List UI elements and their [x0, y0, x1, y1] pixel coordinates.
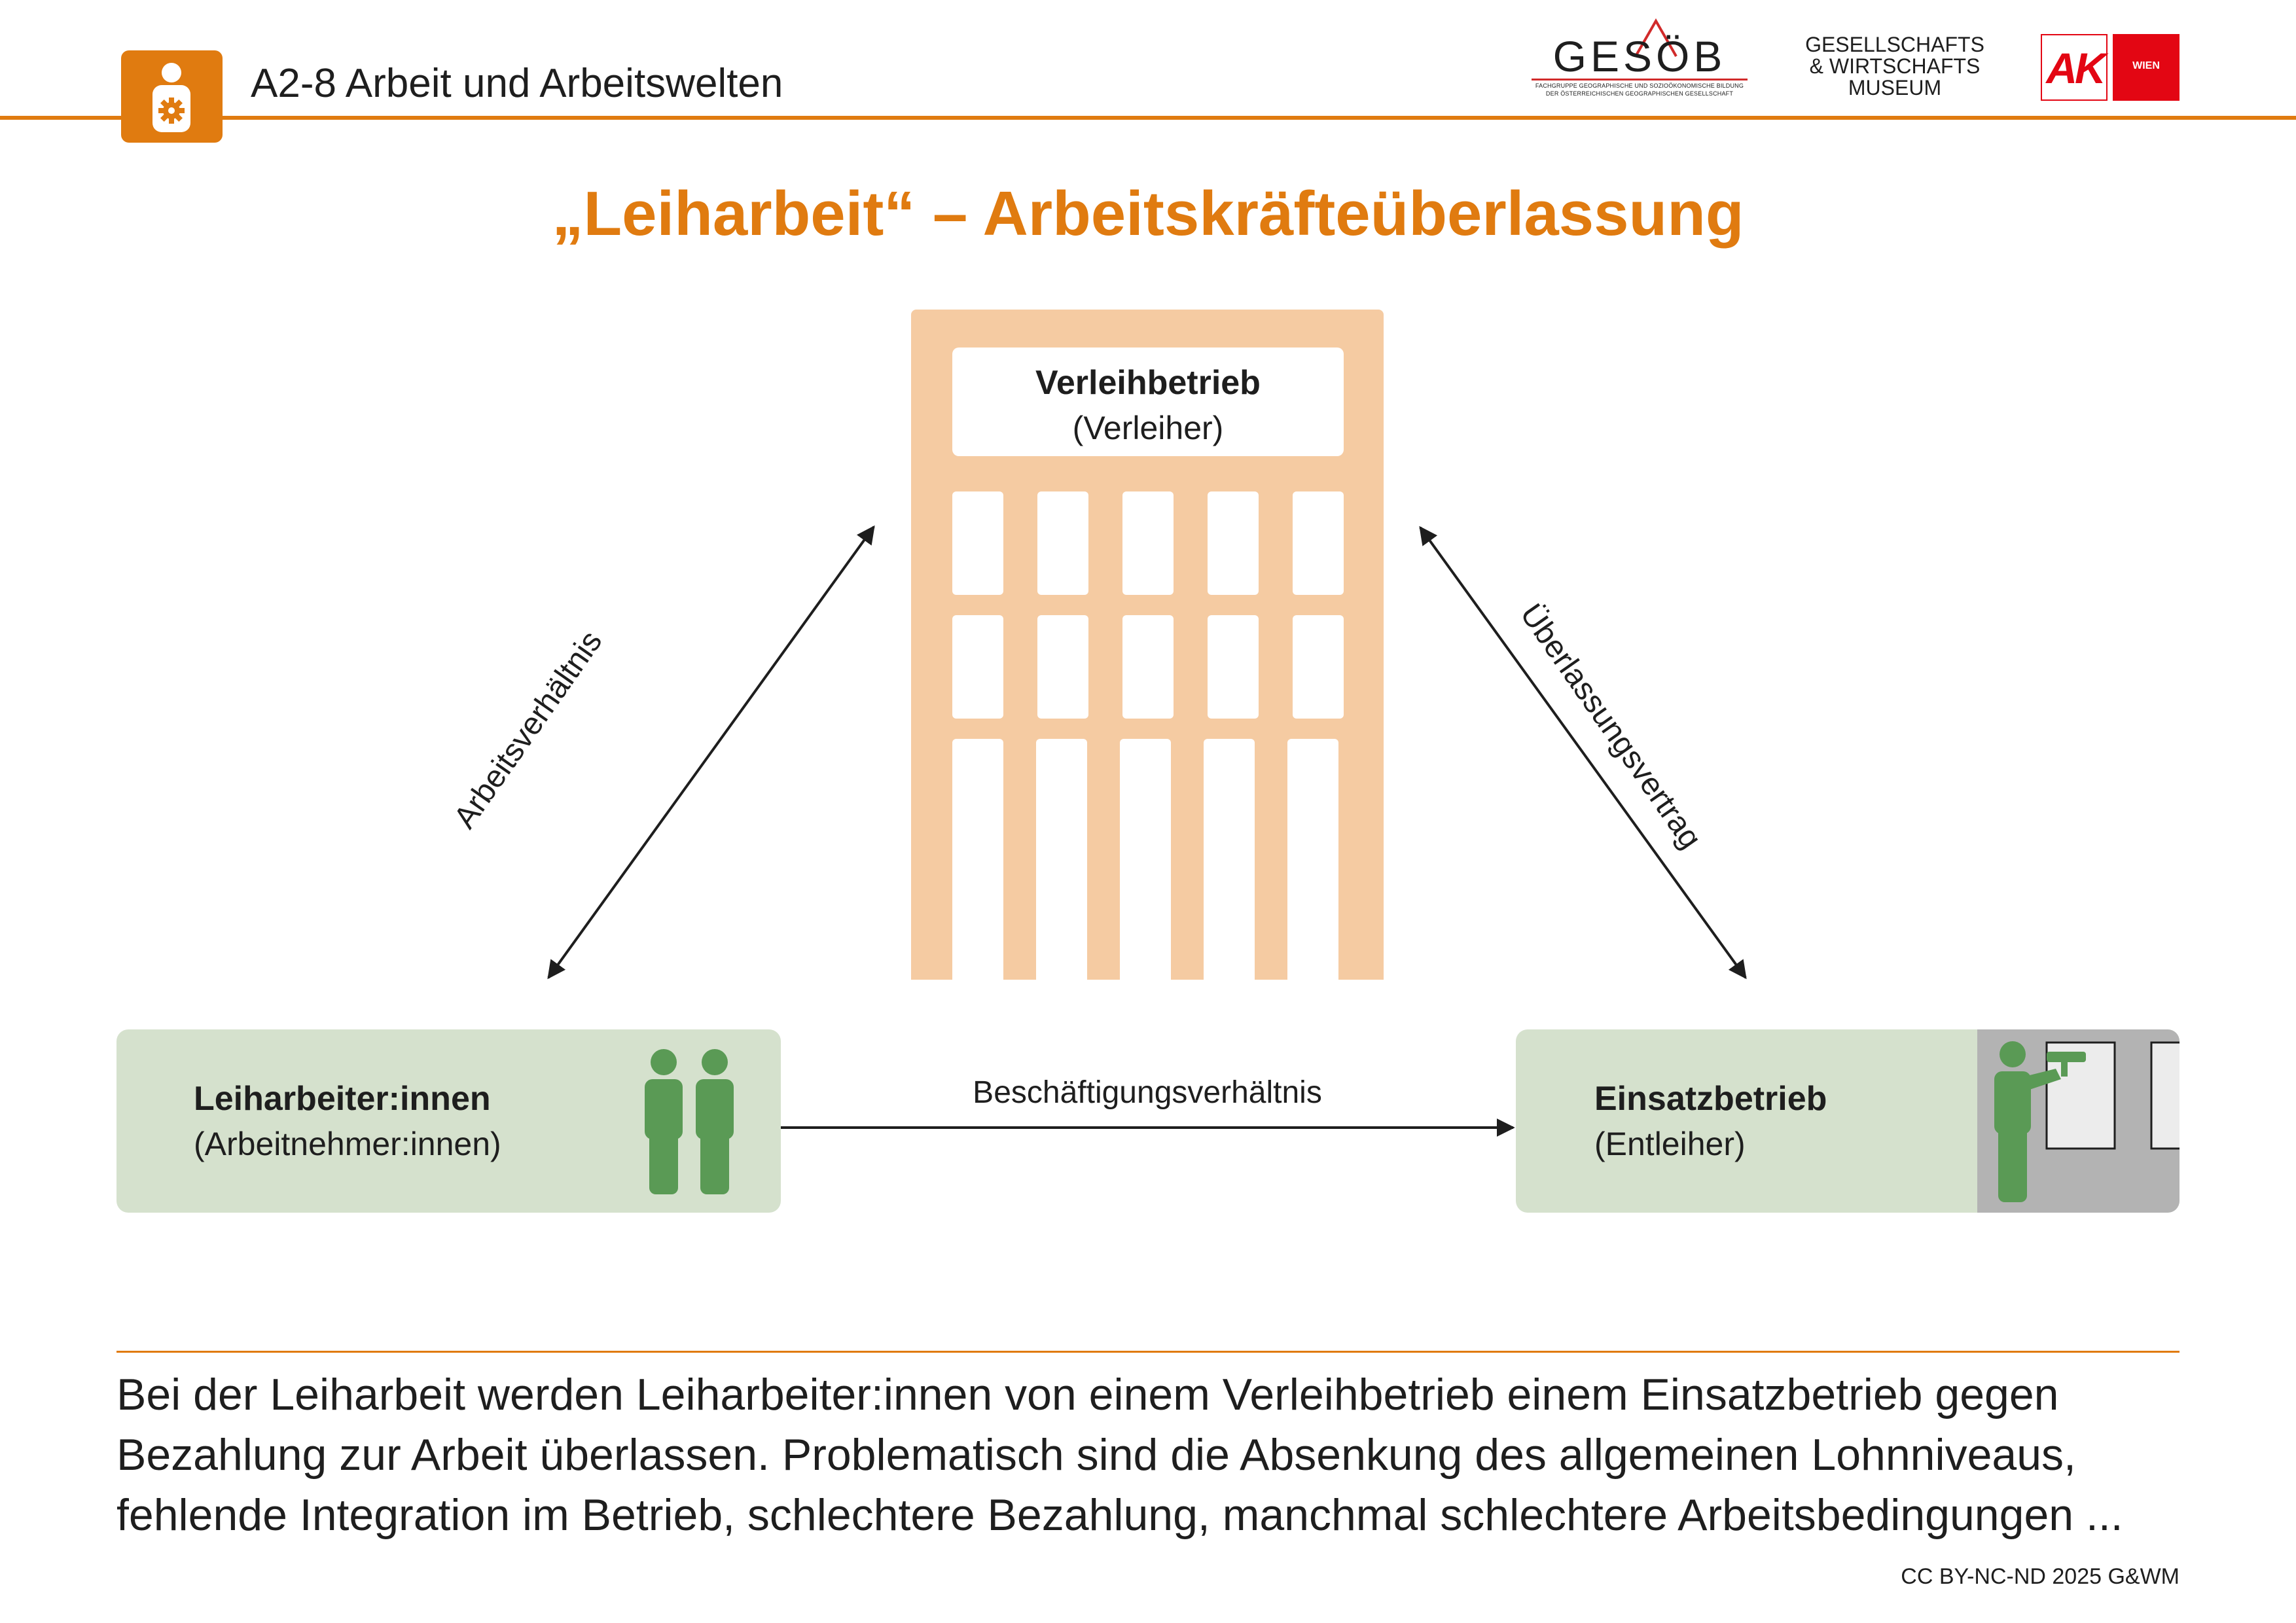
beschaeftigungsverhaeltnis-label: Beschäftigungsverhältnis	[973, 1075, 1322, 1110]
ueberlassungsvertrag-arrow	[1419, 526, 1747, 980]
description-line-1: Bei der Leiharbeit werden Leiharbeiter:i…	[117, 1370, 2059, 1419]
building-window	[1208, 491, 1259, 595]
window-cleaner-icon	[1994, 1041, 2179, 1202]
building-window	[952, 615, 1003, 719]
einsatzbetrieb-subtitle: (Entleiher)	[1594, 1126, 1746, 1162]
building-window	[1037, 615, 1088, 719]
verleihbetrieb-building: Verleihbetrieb (Verleiher)	[911, 310, 1384, 980]
ak-city: WIEN	[2132, 60, 2160, 71]
ak-wien-logo: AK WIEN	[2041, 34, 2179, 101]
gwm-line-3: MUSEUM	[1848, 76, 1942, 99]
building-window	[1287, 739, 1338, 980]
ak-mark: AK	[2046, 44, 2106, 92]
gesoeb-subline-2: DER ÖSTERREICHISCHEN GEOGRAPHISCHEN GESE…	[1545, 90, 1734, 97]
building-window	[1208, 615, 1259, 719]
building-window	[1120, 739, 1171, 980]
einsatzbetrieb-box: Einsatzbetrieb (Entleiher)	[1516, 1029, 2179, 1213]
two-workers-icon	[645, 1049, 734, 1194]
einsatzbetrieb-name: Einsatzbetrieb	[1594, 1080, 1827, 1118]
building-window	[952, 739, 1003, 980]
worker-gear-icon	[121, 50, 223, 143]
footer-divider	[117, 1351, 2179, 1353]
leiharbeiter-name: Leiharbeiter:innen	[194, 1080, 491, 1118]
building-window	[1122, 491, 1174, 595]
description-line-2: Bezahlung zur Arbeit überlassen. Problem…	[117, 1430, 2076, 1480]
building-window	[1122, 615, 1174, 719]
gwm-line-1: GESELLSCHAFTS	[1805, 33, 1984, 56]
building-window	[952, 491, 1003, 595]
verleihbetrieb-subtitle: (Verleiher)	[1072, 410, 1224, 446]
ak-wien-box: WIEN	[2113, 34, 2179, 101]
header-divider	[0, 116, 2296, 120]
arbeitsverhaeltnis-arrow	[547, 525, 875, 980]
gesoeb-wordmark: GESÖB	[1552, 32, 1727, 80]
building-window	[1037, 491, 1088, 595]
description-text: Bei der Leiharbeit werden Leiharbeiter:i…	[117, 1364, 2185, 1545]
page-title: „Leiharbeit“ – Arbeitskräfteüberlassung	[552, 179, 1744, 249]
leiharbeiter-box: Leiharbeiter:innen (Arbeitnehmer:innen)	[117, 1029, 781, 1213]
building-window	[1036, 739, 1087, 980]
verleihbetrieb-sign: Verleihbetrieb (Verleiher)	[952, 348, 1344, 456]
gesoeb-logo: GESÖB FACHGRUPPE GEOGRAPHISCHE UND SOZIO…	[1532, 18, 1748, 103]
gesoeb-rule	[1532, 79, 1748, 80]
copyright-notice: CC BY-NC-ND 2025 G&WM	[1901, 1564, 2179, 1589]
building-window	[1293, 491, 1344, 595]
building-window	[1204, 739, 1255, 980]
gesoeb-triangle-icon	[1634, 18, 1677, 57]
building-window	[1293, 615, 1344, 719]
description-line-3: fehlende Integration im Betrieb, schlech…	[117, 1490, 2123, 1540]
gesoeb-subline-1: FACHGRUPPE GEOGRAPHISCHE UND SOZIOÖKONOM…	[1535, 82, 1744, 89]
course-title: A2-8 Arbeit und Arbeitswelten	[251, 61, 783, 106]
gwm-line-2: & WIRTSCHAFTS	[1809, 54, 1981, 78]
ak-mark-box: AK	[2041, 34, 2108, 101]
verleihbetrieb-name: Verleihbetrieb	[1035, 364, 1261, 402]
gwm-logo: GESELLSCHAFTS & WIRTSCHAFTS MUSEUM	[1793, 34, 1996, 99]
leiharbeiter-subtitle: (Arbeitnehmer:innen)	[194, 1126, 501, 1162]
